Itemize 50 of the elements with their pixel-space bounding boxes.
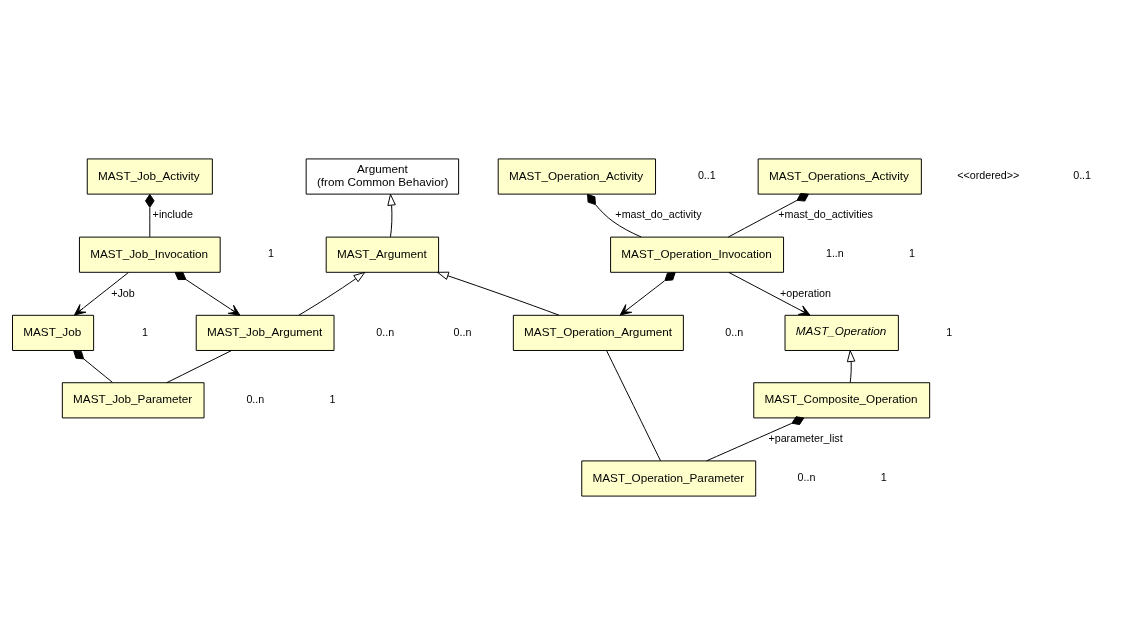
label: 0..n [246, 393, 265, 406]
label: 0..n [725, 325, 744, 338]
edge-label: +Job [111, 286, 135, 299]
node-box: MAST_Operation_Invocation [610, 236, 785, 273]
edge-label: +mast_do_activity [615, 208, 702, 221]
edge-label: +operation [780, 286, 832, 299]
arrow [728, 271, 811, 316]
edge-label: +parameter_list [768, 432, 843, 445]
label: 0..1 [697, 169, 716, 182]
node-box: MAST_Job_Parameter [61, 382, 205, 419]
node-box: MAST_Job [12, 314, 95, 351]
node-box: MAST_Job_Argument [195, 314, 335, 351]
connector [587, 193, 642, 238]
label: 1 [267, 247, 274, 260]
node-box: MAST_Argument [325, 236, 440, 273]
label: 0..n [376, 325, 395, 338]
edge-label: +include [152, 208, 193, 221]
node-box: MAST_Job_Activity [86, 158, 213, 195]
arrow [298, 271, 366, 316]
node-box: MAST_Operation_Activity [497, 158, 657, 195]
connector [706, 416, 805, 462]
label: 1 [141, 325, 148, 338]
node-box: MAST_Operations_Activity [757, 158, 922, 195]
connector [727, 193, 809, 238]
arrow [437, 271, 560, 316]
label: 1..n [825, 247, 844, 260]
label: 0..1 [1073, 169, 1092, 182]
arrow [619, 272, 676, 316]
node-box: MAST_Job_Invocation [78, 236, 221, 273]
connector [166, 350, 232, 384]
label: 1 [880, 471, 887, 484]
arrow [846, 350, 856, 383]
arrow [387, 193, 396, 238]
node-box: MAST_Composite_Operation [753, 382, 931, 419]
connector [73, 350, 114, 383]
connector [606, 350, 662, 462]
arrow [74, 272, 129, 316]
label: 1 [329, 393, 336, 406]
node-box: MAST_Operation_Parameter [581, 460, 757, 497]
connector [145, 193, 155, 238]
node-box: Argument (from Common Behavior) [305, 158, 460, 195]
node-box: MAST_Operation_Argument [512, 314, 684, 351]
label: 0..n [797, 471, 816, 484]
label: <<ordered>> [957, 169, 1020, 182]
label: 1 [909, 247, 916, 260]
edge-label: +mast_do_activities [778, 208, 873, 221]
label: 0..n [453, 325, 472, 338]
label: 1 [946, 325, 953, 338]
node-box: MAST_Operation [784, 314, 899, 351]
arrow [174, 271, 241, 316]
